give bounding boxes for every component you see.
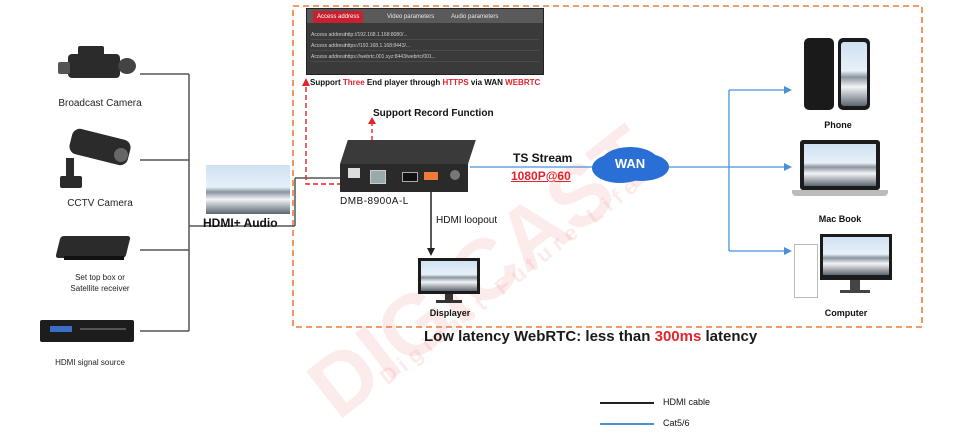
hdmi-loopout-label: HDMI loopout: [436, 215, 498, 226]
broadcast-camera-label: Broadcast Camera: [58, 98, 142, 109]
hdmi-source-icon: [40, 316, 136, 346]
hdmi-source-label: HDMI signal source: [55, 358, 125, 367]
access-row: Access addresshttps://192.168.1.168:8443…: [311, 42, 539, 51]
ts-stream-label: TS Stream: [513, 151, 573, 165]
hdmi-audio-label: HDMI+ Audio: [203, 216, 278, 230]
panel-caption: Support Three End player through HTTPS v…: [310, 78, 541, 87]
record-function-label: Support Record Function: [373, 108, 494, 119]
displayer-monitor-icon: [418, 258, 482, 304]
hdmi-port: [424, 172, 438, 180]
ethernet-port: [370, 170, 386, 184]
macbook-label: Mac Book: [818, 214, 862, 224]
legend-hdmi-label: HDMI cable: [663, 397, 711, 407]
feedback-arrow: [302, 78, 310, 86]
encoder-device: [340, 140, 476, 192]
phone-arrow: [784, 86, 792, 94]
macbook-icon: [792, 140, 888, 206]
phone-label: Phone: [824, 120, 852, 130]
displayer-label: Displayer: [429, 308, 471, 318]
input-preview-image: [206, 165, 290, 214]
usb-port: [348, 168, 360, 178]
loopout-arrow: [427, 248, 435, 256]
tab-access-address[interactable]: Access address: [313, 11, 364, 23]
wan-label: WAN: [614, 156, 646, 171]
broadcast-camera-icon: [58, 42, 138, 88]
resolution-label: 1080P@60: [511, 169, 571, 183]
set-top-box-icon: [55, 236, 136, 266]
tab-video-parameters[interactable]: Video parameters: [387, 14, 435, 20]
wan-cloud-icon: WAN: [600, 147, 660, 181]
access-row: Access addresshttp://192.168.1.168:8080/…: [311, 31, 539, 40]
access-row: Access addresshttps://webrtc.001.xyz:844…: [311, 53, 539, 62]
latency-headline: Low latency WebRTC: less than 300ms late…: [424, 328, 758, 345]
phone-icon: [804, 38, 874, 112]
panel-tab-bar: Access address Video parameters Audio pa…: [307, 9, 543, 23]
tab-audio-parameters[interactable]: Audio parameters: [451, 14, 499, 20]
system-boundary: [292, 5, 923, 328]
webrtc-feedback: [305, 82, 342, 185]
macbook-arrow: [784, 163, 792, 171]
computer-label: Computer: [824, 308, 868, 318]
webrtc-access-panel: Access address Video parameters Audio pa…: [306, 8, 544, 75]
set-top-box-label-1: Set top box or: [75, 273, 125, 282]
cctv-camera-label: CCTV Camera: [67, 198, 133, 209]
hdmi-port: [402, 172, 418, 182]
record-arrow: [368, 117, 376, 124]
power-port: [450, 170, 460, 180]
device-model-label: DMB-8900A-L: [340, 196, 409, 207]
computer-arrow: [784, 247, 792, 255]
legend-cat-label: Cat5/6: [663, 418, 690, 428]
computer-icon: [794, 234, 898, 298]
set-top-box-label-2: Satellite receiver: [70, 284, 130, 293]
cctv-camera-icon: [60, 127, 136, 192]
